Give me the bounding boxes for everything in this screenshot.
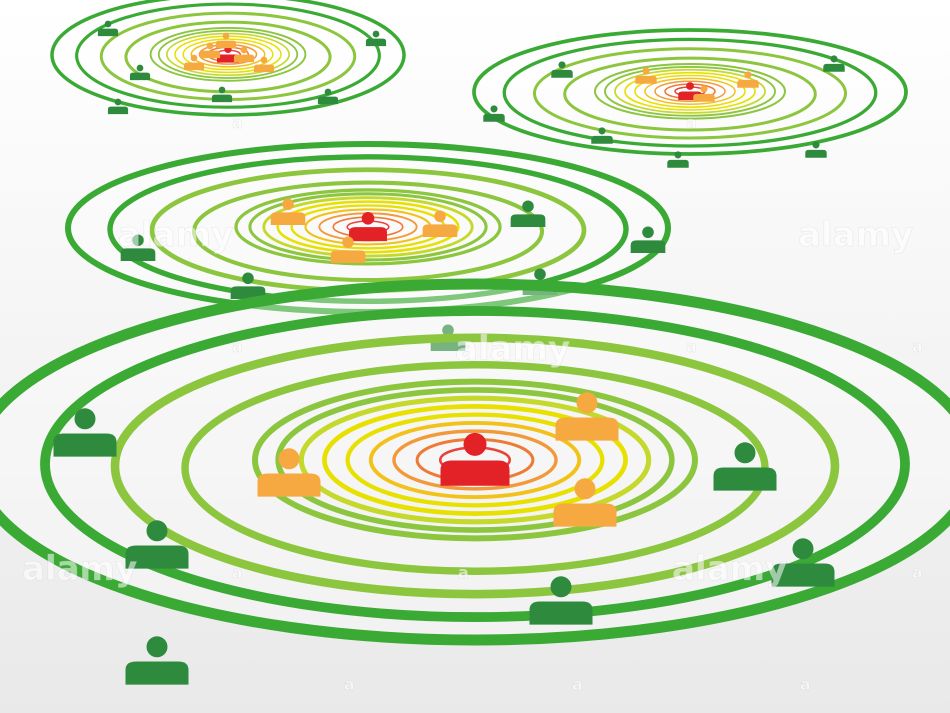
ring-cluster-top-left [52, 0, 404, 115]
watermark-letter: a [686, 113, 697, 132]
watermark-letter: a [232, 113, 243, 132]
person-icon-green [126, 636, 189, 684]
watermark-letter: a [912, 563, 923, 582]
ring-cluster-top-right [474, 30, 906, 168]
watermark-text: alamy [118, 215, 233, 255]
watermark-text: alamy [455, 329, 570, 369]
watermark-letter: a [800, 675, 811, 694]
watermark-letter: a [686, 337, 697, 356]
watermark-letter: a [572, 675, 583, 694]
watermark-letter: a [232, 337, 243, 356]
watermark-letter: a [344, 675, 355, 694]
watermark-text: alamy [672, 549, 787, 589]
watermark-letter: a [912, 337, 923, 356]
watermark-letter: a [232, 563, 243, 582]
watermark-text: alamy [798, 215, 913, 255]
watermark-letter: a [458, 563, 469, 582]
watermark-text: alamy [22, 549, 137, 589]
